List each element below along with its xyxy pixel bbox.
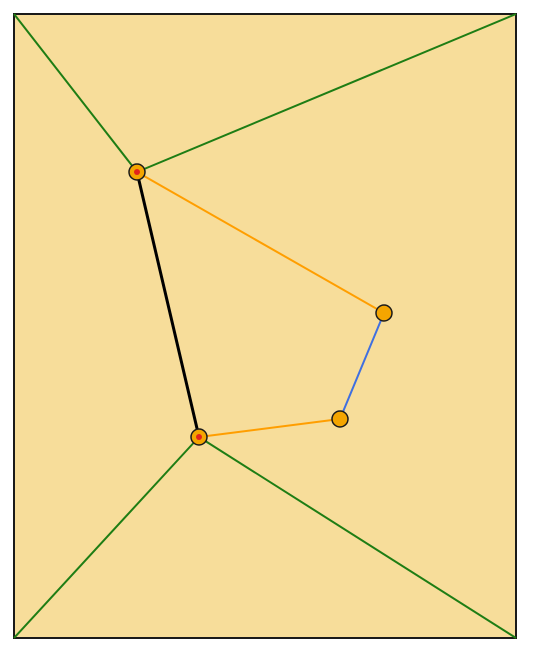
node-right-lower bbox=[331, 410, 349, 428]
orange-edge-top bbox=[136, 171, 385, 314]
blue-edge bbox=[339, 312, 385, 420]
node-lower-left-center bbox=[196, 434, 202, 440]
green-edge-bottomright bbox=[198, 436, 517, 639]
diagram-background bbox=[13, 13, 517, 639]
black-edge bbox=[135, 171, 201, 438]
node-right-upper bbox=[375, 304, 393, 322]
orange-edge-bottom bbox=[198, 418, 341, 438]
green-edge-topright bbox=[136, 13, 517, 173]
node-upper-left-center bbox=[134, 169, 140, 175]
green-edge-bottomleft bbox=[13, 436, 200, 639]
green-edge-topleft bbox=[13, 13, 138, 173]
